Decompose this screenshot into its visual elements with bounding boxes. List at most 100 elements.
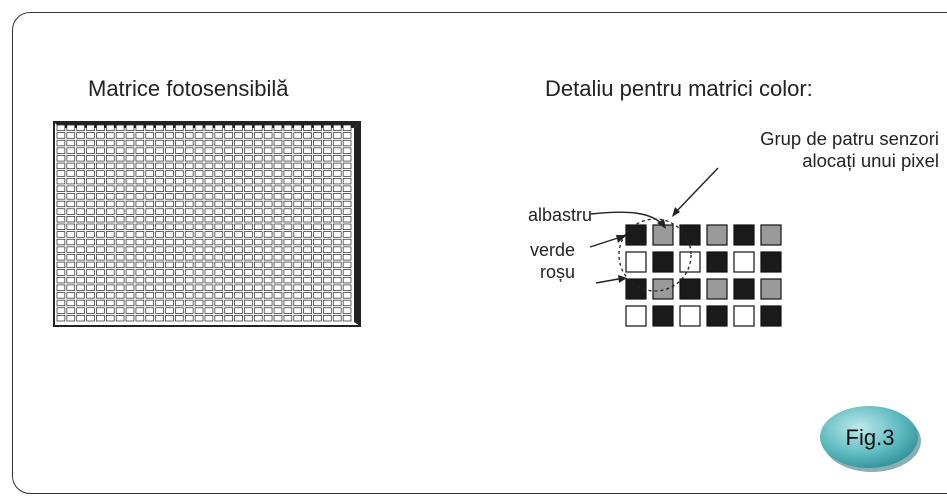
sensor-cell [342, 307, 352, 314]
sensor-cell [214, 269, 224, 276]
arrowhead-verde [616, 235, 627, 243]
sensor-cell [175, 254, 184, 261]
sensor-cell [135, 147, 145, 154]
sensor-cell [332, 170, 342, 177]
sensor-cell [115, 200, 125, 208]
sensor-cell [165, 124, 174, 131]
sensor-cell [125, 162, 135, 170]
sensor-cell [303, 269, 312, 276]
sensor-cell [224, 246, 233, 253]
sensor-cell [342, 162, 352, 170]
sensor-cell [155, 162, 164, 170]
sensor-cell [105, 269, 115, 276]
sensor-cell [145, 216, 155, 223]
sensor-cell [323, 170, 332, 177]
sensor-cell [253, 284, 263, 291]
sensor-cell [273, 276, 283, 284]
sensor-cell [293, 124, 303, 131]
sensor-cell [244, 162, 253, 170]
sensor-cell [66, 307, 76, 314]
sensor-cell [342, 299, 352, 307]
sensor-cell [184, 139, 194, 147]
sensor-cell [332, 269, 342, 276]
sensor-cell [165, 299, 174, 307]
sensor-cell [293, 208, 303, 215]
sensor-cell [293, 132, 303, 139]
sensor-cell [145, 246, 155, 253]
sensor-cell [96, 139, 105, 147]
sensor-cell [293, 284, 303, 291]
sensor-cell [313, 254, 322, 261]
sensor-cell [194, 155, 204, 162]
sensor-cell [56, 216, 66, 223]
sensor-cell [253, 147, 263, 154]
sensor-cell [86, 193, 95, 200]
sensor-cell [224, 200, 233, 208]
sensor-cell [214, 200, 224, 208]
sensor-cell [184, 231, 194, 238]
sensor-cell [115, 246, 125, 253]
sensor-cell [313, 193, 322, 200]
sensor-cell [86, 132, 95, 139]
sensor-cell [184, 284, 194, 291]
sensor-cell [56, 231, 66, 238]
sensor-cell [313, 276, 322, 284]
sensor-cell [105, 170, 115, 177]
sensor-cell [56, 238, 66, 246]
sensor-cell [253, 208, 263, 215]
sensor-cell [184, 299, 194, 307]
sensor-cell [273, 147, 283, 154]
sensor-cell [323, 231, 332, 238]
sensor-cell [96, 155, 105, 162]
sensor-cell [145, 315, 155, 322]
mosaic-cell-black [706, 251, 728, 273]
sensor-cell [234, 185, 243, 192]
sensor-cell [273, 124, 283, 131]
sensor-cell [303, 284, 312, 291]
sensor-cell [194, 246, 204, 253]
sensor-cell [204, 132, 214, 139]
sensor-cell [76, 223, 85, 230]
sensor-cell [165, 139, 174, 147]
sensor-cell [293, 147, 303, 154]
sensor-cell [303, 155, 312, 162]
sensor-cell [234, 284, 243, 291]
sensor-cell [165, 261, 174, 269]
sensor-cell [115, 162, 125, 170]
sensor-cell [125, 254, 135, 261]
sensor-cell [313, 139, 322, 147]
sensor-cell [165, 307, 174, 314]
sensor-cell [115, 261, 125, 269]
sensor-cell [184, 124, 194, 131]
sensor-cell [135, 299, 145, 307]
sensor-cell [115, 231, 125, 238]
sensor-cell [204, 185, 214, 192]
sensor-cell [155, 223, 164, 230]
sensor-cell [263, 238, 273, 246]
sensor-cell [253, 132, 263, 139]
sensor-cells [56, 124, 352, 322]
sensor-cell [76, 162, 85, 170]
sensor-cell [165, 246, 174, 253]
sensor-cell [342, 177, 352, 185]
sensor-cell [184, 254, 194, 261]
sensor-cell [155, 269, 164, 276]
sensor-cell [263, 246, 273, 253]
sensor-cell [323, 208, 332, 215]
sensor-cell [96, 307, 105, 314]
sensor-cell [184, 307, 194, 314]
sensor-cell [135, 223, 145, 230]
sensor-cell [76, 139, 85, 147]
sensor-cell [244, 216, 253, 223]
sensor-cell [125, 193, 135, 200]
sensor-cell [194, 193, 204, 200]
sensor-cell [145, 147, 155, 154]
sensor-cell [244, 193, 253, 200]
sensor-cell [145, 269, 155, 276]
sensor-cell [194, 185, 204, 192]
sensor-cell [145, 124, 155, 131]
sensor-cell [253, 276, 263, 284]
sensor-cell [224, 223, 233, 230]
sensor-cell [135, 124, 145, 131]
sensor-cell [76, 276, 85, 284]
